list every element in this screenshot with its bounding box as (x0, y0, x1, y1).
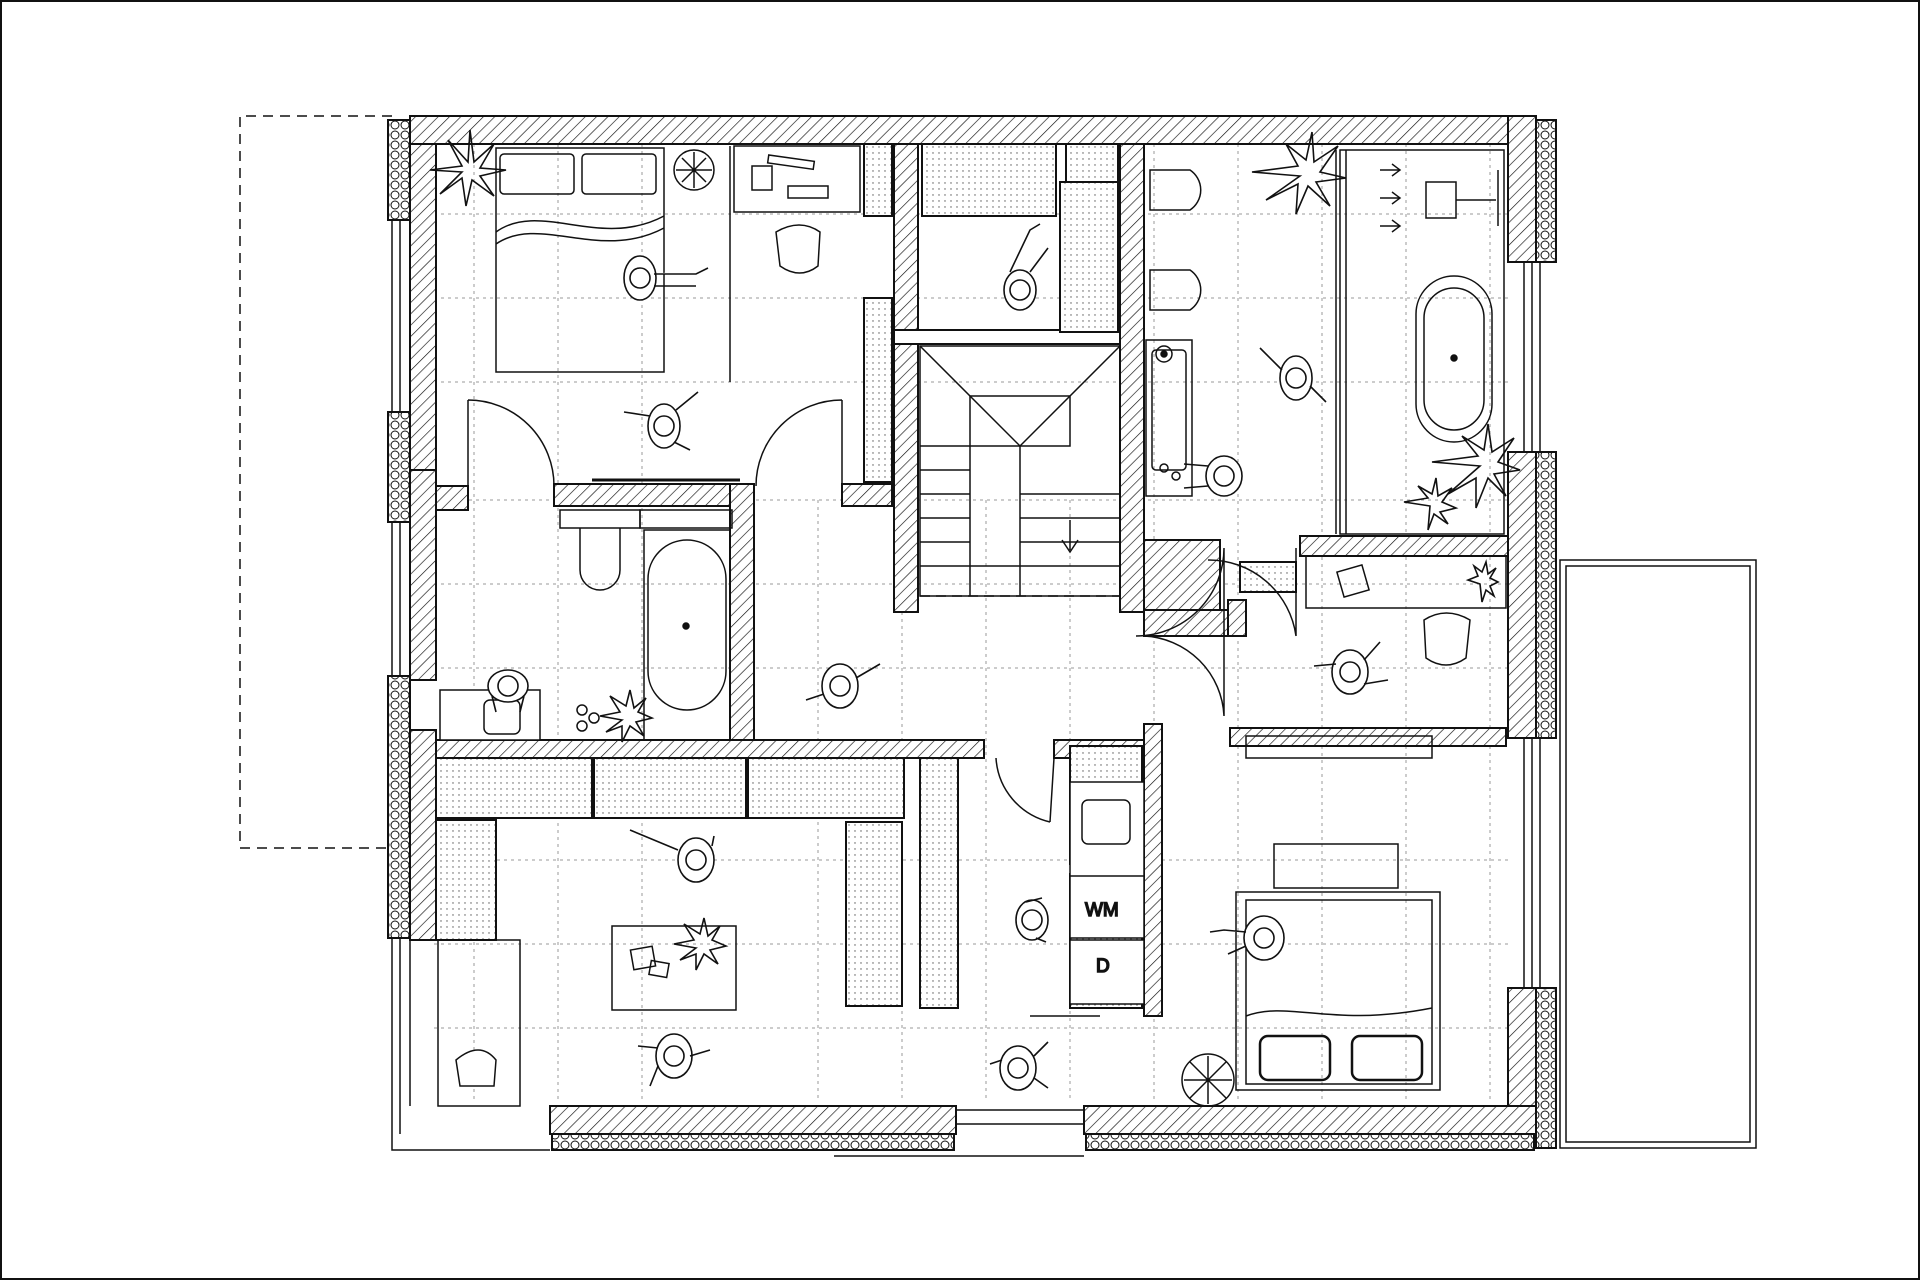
bed-bottom-right (1235, 735, 1441, 1091)
desk-top-left (729, 145, 861, 382)
potted-plant-icons (673, 149, 1235, 1107)
plant-icons (429, 129, 1521, 971)
living-room-furniture (437, 925, 737, 1107)
dryer-label: D (1096, 956, 1110, 977)
bed-top-left (495, 147, 665, 373)
balcony-outline-left (239, 115, 392, 849)
washing-machine-label: WM (1085, 900, 1119, 921)
bathroom-left-fixtures (439, 509, 733, 741)
doors (467, 399, 1297, 1017)
study-right (1305, 555, 1507, 666)
terrace-outline-right (1559, 559, 1757, 1149)
staircase (919, 345, 1121, 597)
interior-walls (435, 143, 1509, 1017)
windows (391, 220, 1541, 1157)
bathroom-right-fixtures (1145, 149, 1505, 535)
exterior-walls (387, 115, 1557, 1151)
laundry-area: WM D (1069, 781, 1145, 1005)
floor-grid (434, 144, 1512, 1100)
person-icons (487, 223, 1389, 1091)
